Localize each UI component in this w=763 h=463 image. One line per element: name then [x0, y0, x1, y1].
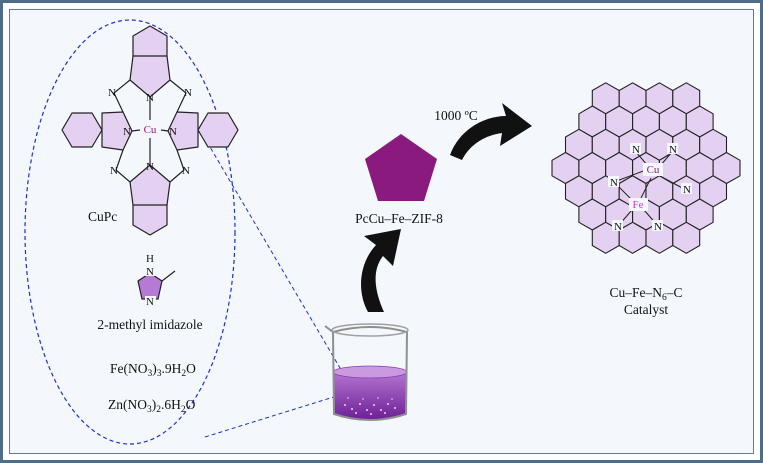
cupc-pyrrole-ring-top — [129, 55, 171, 98]
cupc-bridge-bottom-left — [115, 149, 131, 183]
cupc-benzo-ring-left — [61, 112, 103, 148]
arrow-zif-to-catalyst[interactable] — [450, 103, 532, 160]
zoom-line-top — [199, 129, 351, 386]
cupc-aza-n-top-right: N — [184, 87, 192, 99]
catalyst-n-atom-1: N — [632, 144, 640, 156]
beaker-precipitate — [344, 397, 396, 415]
cupc-label: CuPc — [88, 209, 117, 224]
catalyst-n-atom-5: N — [614, 221, 622, 233]
cupc-copper-atom: Cu — [144, 124, 157, 136]
catalyst-formula: Cu–Fe–N6–C — [609, 285, 682, 303]
beaker-liquid — [333, 369, 407, 420]
cupc-aza-n-top-left: N — [108, 87, 116, 99]
cupc-pyrrole-ring-bottom — [129, 164, 171, 206]
imidazole-n-atom: N — [146, 296, 154, 308]
cupc-aza-n-bottom-right: N — [182, 165, 190, 177]
cupc-n-atom-bottom: N — [146, 161, 154, 173]
copper-phthalocyanine-structure — [61, 25, 239, 236]
catalyst-atom-labels: N N N N N N Cu Fe — [608, 143, 692, 233]
catalyst-n-atom-3: N — [610, 177, 618, 189]
beaker — [324, 323, 409, 421]
precursor-callout — [24, 19, 351, 445]
cupc-cu-bond-left — [131, 129, 141, 132]
imidazole-methyl-bond — [161, 270, 176, 282]
iron-nitrate-label: Fe(NO3)3.9H2O — [110, 361, 196, 379]
cupc-aza-n-bottom-left: N — [110, 165, 118, 177]
catalyst-n-atom-4: N — [683, 184, 691, 196]
beaker-liquid-surface — [332, 365, 408, 379]
beaker-rim — [331, 323, 409, 337]
cupc-n-atom-right: N — [169, 126, 177, 138]
cupc-pyrrole-ring-left — [101, 111, 133, 151]
cupc-bridge-bottom-right — [169, 149, 185, 183]
zif8-label: PcCu–Fe–ZIF-8 — [355, 211, 443, 226]
imidazole-h-atom: H — [146, 253, 154, 265]
cupc-atom-labels: Cu N N N N N N N N — [108, 87, 192, 177]
beaker-glass — [324, 325, 409, 421]
cupc-bridge-top-right — [169, 79, 187, 113]
cupc-n-atom-top: N — [146, 92, 154, 104]
catalyst-copper-atom: Cu — [647, 164, 660, 176]
catalyst-hex-ring-36 — [672, 221, 701, 254]
imidazole-nh-atom: N — [146, 266, 154, 278]
catalyst-n-atom-2: N — [669, 144, 677, 156]
zoom-line-bottom — [204, 394, 341, 438]
catalyst-iron-atom: Fe — [633, 199, 644, 211]
catalyst-n-atom-6: N — [654, 221, 662, 233]
cupc-benzo-ring-right — [197, 112, 239, 148]
imidazole-label: 2-methyl imidazole — [97, 317, 202, 332]
catalyst-graphene-lattice — [551, 82, 741, 254]
cupc-pyrrole-ring-right — [167, 111, 199, 151]
catalyst-label: Catalyst — [624, 302, 668, 317]
precursor-ellipse — [24, 19, 236, 445]
zif8-pentagon — [365, 134, 437, 201]
zinc-nitrate-label: Zn(NO3)2.6H2O — [108, 397, 196, 415]
cupc-bridge-top-left — [113, 79, 131, 113]
imidazole-structure — [137, 270, 176, 300]
cupc-n-atom-left: N — [123, 126, 131, 138]
cupc-cu-bond-right — [160, 129, 169, 132]
temperature-label: 1000 ºC — [434, 108, 478, 123]
arrow-beaker-to-zif[interactable] — [361, 229, 401, 312]
